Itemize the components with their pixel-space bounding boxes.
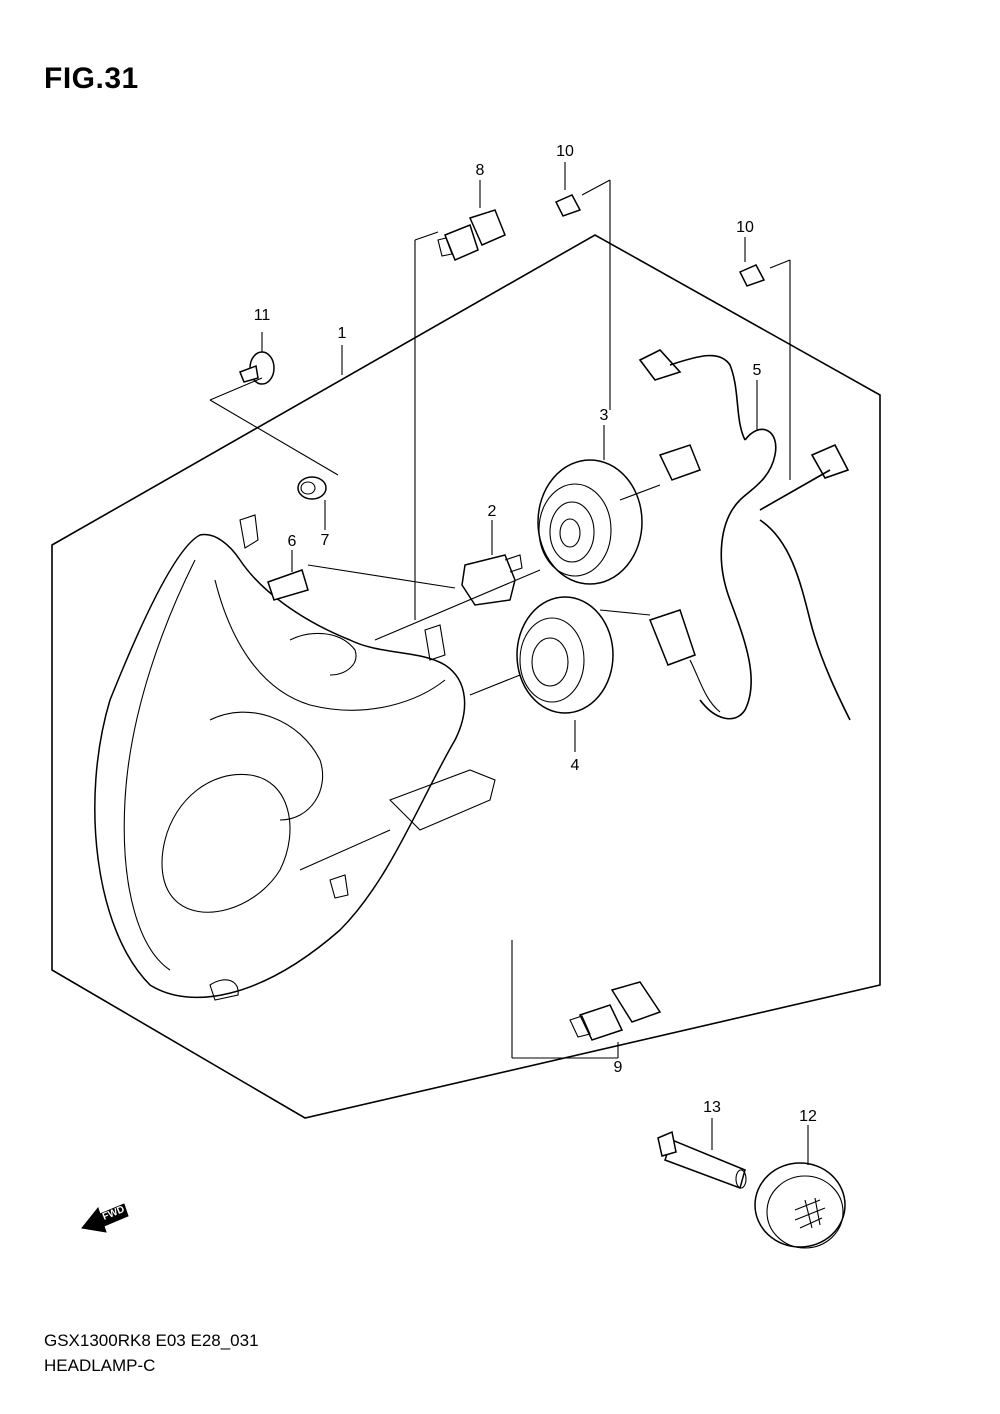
headlamp-bulb-lower: [569, 981, 662, 1041]
fwd-arrow-icon: FWD: [81, 1203, 129, 1233]
callout-13: 13: [703, 1099, 721, 1116]
grommet: [297, 476, 327, 500]
position-bulb-upper: [554, 194, 582, 217]
adjusting-stud: [657, 1130, 747, 1189]
callout-11: 11: [254, 307, 271, 324]
mounting-screw: [239, 351, 275, 385]
callout-5: 5: [753, 362, 762, 379]
callout-10-upper: 10: [556, 143, 574, 160]
callout-10-lower: 10: [736, 219, 754, 236]
callout-4: 4: [571, 757, 580, 774]
callout-2: 2: [488, 503, 497, 520]
callout-7: 7: [321, 532, 330, 549]
caution-label: [267, 569, 309, 601]
assembly-box-outline: [51, 234, 881, 1119]
figure-name: HEADLAMP-C: [44, 1356, 156, 1375]
bulb-socket: [461, 554, 523, 606]
rubber-cover-upper: [537, 459, 643, 585]
leader-lines: [209, 162, 809, 1165]
wiring-harness: [638, 349, 851, 721]
headlamp-housing: [94, 514, 496, 1001]
position-bulb-lower: [738, 264, 766, 287]
access-cap: [754, 1162, 846, 1249]
callout-3: 3: [600, 407, 609, 424]
callout-8: 8: [476, 162, 485, 179]
callout-12: 12: [799, 1108, 817, 1125]
model-code: GSX1300RK8 E03 E28_031: [44, 1331, 259, 1350]
rubber-cover-lower: [516, 596, 614, 714]
callout-9: 9: [614, 1059, 623, 1076]
headlamp-bulb-upper: [437, 209, 506, 261]
callout-1: 1: [338, 325, 347, 342]
figure-title: FIG.31: [44, 62, 139, 95]
callout-6: 6: [288, 533, 297, 550]
